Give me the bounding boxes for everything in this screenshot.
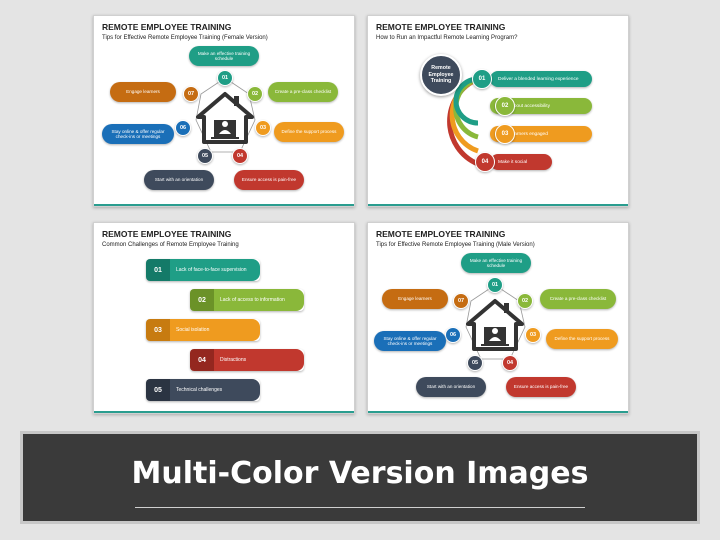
- thumbnail-remote-learning[interactable]: REMOTE EMPLOYEE TRAINING How to Run an I…: [367, 15, 629, 207]
- list-item: Deliver a blended learning experience: [490, 71, 592, 87]
- item-number: 03: [495, 124, 515, 144]
- house-icon: [466, 299, 524, 351]
- tip-pill: Define the support process: [546, 329, 618, 349]
- slide-subtitle: Common Challenges of Remote Employee Tra…: [102, 242, 239, 248]
- tip-pill: Stay online & offer regular check-ins or…: [374, 331, 446, 351]
- step-number: 07: [453, 293, 469, 309]
- item-label: Deliver a blended learning experience: [498, 76, 579, 82]
- step-number: 07: [183, 86, 199, 102]
- tip-pill: Make an effective training schedule: [461, 253, 531, 273]
- item-label: Make it social: [498, 159, 528, 165]
- tip-pill: Define the support process: [274, 122, 344, 142]
- slide-subtitle: Tips for Effective Remote Employee Train…: [102, 35, 268, 41]
- item-number: 02: [495, 96, 515, 116]
- challenge-row: 01 Lack of face-to-face supervision: [146, 259, 260, 281]
- tip-pill: Start with an orientation: [144, 170, 214, 190]
- step-number: 02: [247, 86, 263, 102]
- step-number: 03: [255, 120, 271, 136]
- list-item: Keep learners engaged: [490, 126, 592, 142]
- slide-title: REMOTE EMPLOYEE TRAINING: [102, 229, 232, 239]
- tip-pill: Engage learners: [110, 82, 176, 102]
- slide-title: REMOTE EMPLOYEE TRAINING: [376, 229, 506, 239]
- challenge-row: 04 Distractions: [190, 349, 304, 371]
- tip-pill: Make an effective training schedule: [189, 46, 259, 66]
- challenge-row: 05 Technical challenges: [146, 379, 260, 401]
- banner-divider: [135, 507, 585, 508]
- row-label: Technical challenges: [170, 379, 260, 401]
- step-number: 06: [445, 327, 461, 343]
- step-number: 04: [502, 355, 518, 371]
- person-laptop-icon: [211, 120, 239, 139]
- row-number: 04: [190, 349, 214, 371]
- thumbnail-female-tips[interactable]: REMOTE EMPLOYEE TRAINING Tips for Effect…: [93, 15, 355, 207]
- tip-pill: Create a pre-class checklist: [540, 289, 616, 309]
- thumbnail-male-tips[interactable]: REMOTE EMPLOYEE TRAINING Tips for Effect…: [367, 222, 629, 414]
- item-number: 01: [472, 69, 492, 89]
- slide-subtitle: Tips for Effective Remote Employee Train…: [376, 242, 535, 248]
- row-label: Lack of face-to-face supervision: [170, 259, 260, 281]
- step-number: 06: [175, 120, 191, 136]
- person-laptop-icon: [481, 327, 509, 346]
- step-number: 01: [217, 70, 233, 86]
- hub-circle: Remote Employee Training: [420, 54, 462, 96]
- house-icon: [196, 92, 254, 144]
- thumbnail-challenges[interactable]: REMOTE EMPLOYEE TRAINING Common Challeng…: [93, 222, 355, 414]
- tip-pill: Ensure access is pain-free: [506, 377, 576, 397]
- tip-pill: Ensure access is pain-free: [234, 170, 304, 190]
- item-number: 04: [475, 152, 495, 172]
- row-number: 05: [146, 379, 170, 401]
- row-number: 01: [146, 259, 170, 281]
- step-number: 05: [197, 148, 213, 164]
- step-number: 03: [525, 327, 541, 343]
- item-label: Think about accessibility: [498, 103, 550, 109]
- tip-pill: Create a pre-class checklist: [268, 82, 338, 102]
- row-number: 03: [146, 319, 170, 341]
- slide-subtitle: How to Run an Impactful Remote Learning …: [376, 35, 518, 41]
- slide-title: REMOTE EMPLOYEE TRAINING: [376, 22, 506, 32]
- item-label: Keep learners engaged: [498, 131, 548, 137]
- list-item: Think about accessibility: [490, 98, 592, 114]
- banner-title: Multi-Color Version Images: [131, 456, 589, 491]
- tip-pill: Stay online & offer regular check-ins or…: [102, 124, 174, 144]
- challenge-row: 03 Social isolation: [146, 319, 260, 341]
- list-item: Make it social: [490, 154, 552, 170]
- row-label: Distractions: [214, 349, 304, 371]
- step-number: 04: [232, 148, 248, 164]
- tip-pill: Engage learners: [382, 289, 448, 309]
- slide-title: REMOTE EMPLOYEE TRAINING: [102, 22, 232, 32]
- challenge-row: 02 Lack of access to information: [190, 289, 304, 311]
- step-number: 05: [467, 355, 483, 371]
- tip-pill: Start with an orientation: [416, 377, 486, 397]
- row-label: Social isolation: [170, 319, 260, 341]
- step-number: 02: [517, 293, 533, 309]
- row-label: Lack of access to information: [214, 289, 304, 311]
- step-number: 01: [487, 277, 503, 293]
- row-number: 02: [190, 289, 214, 311]
- title-banner: Multi-Color Version Images: [20, 431, 700, 524]
- concentric-arcs: [447, 76, 479, 167]
